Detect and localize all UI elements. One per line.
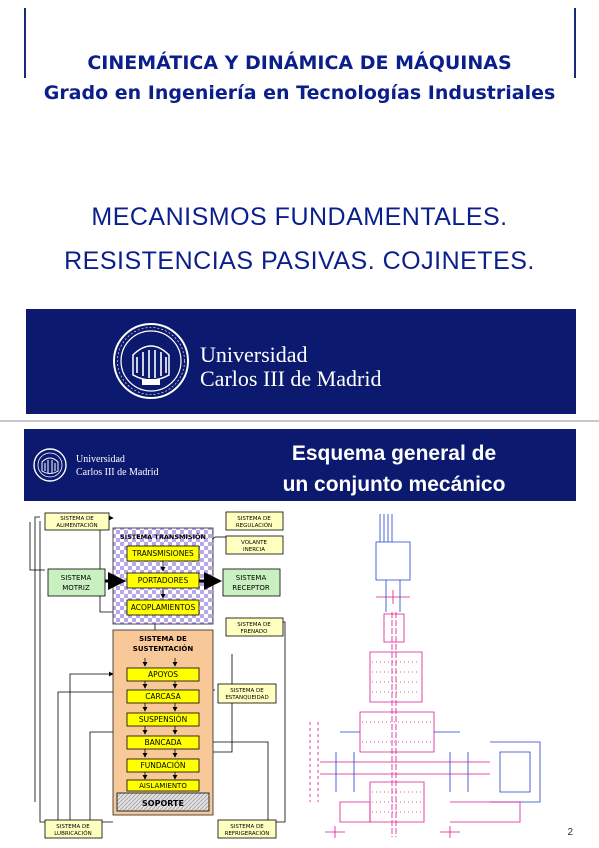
slide-2-title-line-2: un conjunto mecánico [282,473,506,496]
apoyos-label: APOYOS [148,670,178,679]
sustentation-label-2: SUSTENTACIÓN [133,644,194,653]
soporte-box [116,792,210,812]
regulacion-label-2: REGULACIÓN [236,522,272,529]
slide-2: Universidad Carlos III de Madrid Esquema… [0,422,599,848]
right-border-line [574,8,576,78]
estanqueidad-box [217,683,277,704]
soporte-label: SOPORTE [142,799,184,808]
refrigeracion-label-2: REFRIGERACIÓN [225,830,270,837]
alimentacion-label-1: SISTEMA DE [60,516,94,522]
receptor-label-2: RECEPTOR [232,584,270,592]
frenado-label-2: FRENADO [241,629,269,635]
internal-arrows [142,561,178,667]
lubricacion-label-1: SISTEMA DE [56,824,90,830]
header-university-line-1: Universidad [76,454,125,465]
header-university-line-2: Carlos III de Madrid [76,467,159,478]
estanqueidad-label-1: SISTEMA DE [230,688,264,694]
carcasa-label: CARCASA [145,692,181,701]
frenado-label-1: SISTEMA DE [237,622,271,628]
bancada-box [126,735,200,750]
aislamiento-box [126,779,200,792]
lubricacion-label-2: LUBRICACIÓN [54,830,91,837]
alimentacion-label-2: ALIMENTACIÓN [56,522,97,529]
aislamiento-label: AISLAMIENTO [139,782,187,790]
slide-separator [0,420,599,422]
left-border-line [24,8,26,78]
volante-label-1: VOLANTE [241,540,267,546]
carcasa-box [126,689,200,704]
slide-2-header: Universidad Carlos III de Madrid Esquema… [24,429,576,501]
regulacion-box [225,511,284,531]
mechanical-assembly-drawing [309,514,541,838]
estanqueidad-label-2: ESTANQUEIDAD [225,695,268,701]
refrigeracion-box [217,819,277,839]
motriz-label-2: MOTRIZ [62,584,90,592]
apoyos-box [126,667,200,682]
university-name-line-2: Carlos III de Madrid [200,366,382,391]
refrigeracion-label-1: SISTEMA DE [230,824,264,830]
alimentacion-box [44,512,110,531]
fundacion-label: FUNDACIÓN [140,761,185,770]
receptor-label-1: SISTEMA [236,574,267,582]
regulacion-label-1: SISTEMA DE [237,516,271,522]
acoplamientos-label: ACOPLAMIENTOS [131,603,196,612]
acoplamientos-box [126,599,200,616]
topic-line-1: MECANISMOS FUNDAMENTALES. [91,203,508,231]
bancada-label: BANCADA [144,738,182,747]
topic-line-2: RESISTENCIAS PASIVAS. COJINETES. [64,247,535,275]
lubricacion-box [44,819,103,839]
slide-2-title-line-1: Esquema general de [291,442,497,465]
sustentation-label-1: SISTEMA DE [139,635,187,643]
university-seal-small-icon [33,448,67,482]
frenado-box [225,617,284,637]
block-diagram: SISTEMA TRANSMISIÓN SISTEMA DE SUSTENTAC… [29,511,286,839]
motriz-label-1: SISTEMA [61,574,92,582]
volante-box [225,535,284,555]
course-title: CINEMÁTICA Y DINÁMICA DE MÁQUINAS [87,52,512,74]
university-name-line-1: Universidad [200,342,308,367]
suspension-label: SUSPENSIÓN [139,715,187,724]
column-arrows [142,681,178,780]
fundacion-box [126,758,200,773]
degree-title: Grado en Ingeniería en Tecnologías Indus… [43,82,556,104]
slide-1: CINEMÁTICA Y DINÁMICA DE MÁQUINAS Grado … [0,0,599,421]
portadores-label: PORTADORES [138,576,189,585]
university-band: Universidad Carlos III de Madrid [26,309,576,414]
receptor-box [222,568,281,597]
university-seal-icon [113,323,189,399]
volante-label-2: INERCIA [243,547,265,553]
transmission-system-label: SISTEMA TRANSMISIÓN [120,532,206,541]
page-number: 2 [567,827,573,838]
motriz-box [47,568,106,597]
suspension-box [126,712,200,727]
transmisiones-label: TRANSMISIONES [131,549,194,558]
